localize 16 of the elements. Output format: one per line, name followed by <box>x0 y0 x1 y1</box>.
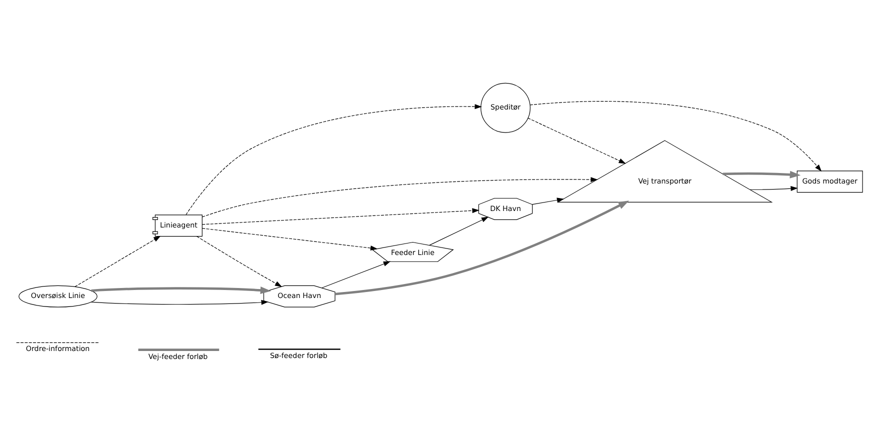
arrow <box>91 286 272 294</box>
arrow <box>528 117 626 164</box>
arrow <box>532 197 564 204</box>
arrow <box>429 216 489 245</box>
arrow <box>530 100 822 172</box>
arrow <box>202 208 480 224</box>
arrow <box>722 170 801 178</box>
arrow <box>202 176 598 217</box>
arrow <box>750 186 798 191</box>
arrow <box>90 299 268 304</box>
arrow <box>322 260 391 288</box>
arrow <box>202 228 378 250</box>
arrow <box>74 235 161 286</box>
arrow <box>334 200 630 295</box>
arrow <box>196 236 282 286</box>
arrow <box>186 104 482 215</box>
